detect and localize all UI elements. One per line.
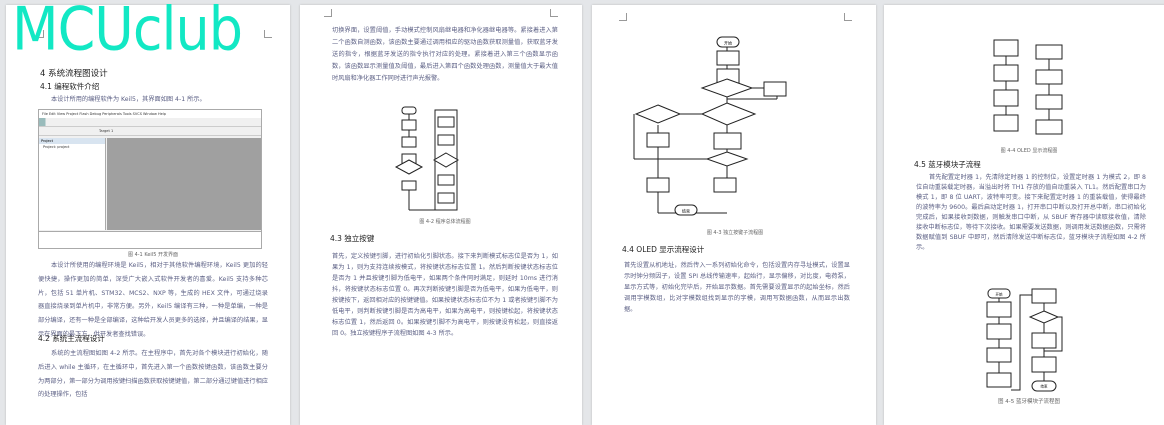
keil-menubar: File Edit View Project Flash Debug Perip… (39, 110, 261, 118)
figure-4-2-caption: 图 4-2 程序总体流程图 (419, 219, 471, 225)
heading-4-2: 4.2 系统主流程设计 (38, 334, 105, 343)
keil-screenshot: File Edit View Project Flash Debug Perip… (38, 109, 262, 249)
figure-4-4-caption: 图 4-4 OLED 显示流程图 (1000, 148, 1058, 154)
bt-end-label: 结束 (1041, 384, 1049, 389)
paragraph-main-flow: 系统的主流程图如图 4-2 所示。在主程序中，首先对各个模块进行初始化，随后进入… (38, 350, 268, 399)
page-4: 图 4-4 OLED 显示流程图 4.5 蓝牙模块子流程 首先配置定时器 1，先… (884, 5, 1164, 425)
paragraph-bluetooth: 首先配置定时器 1，先清除定时器 1 的控制位，设置定时器 1 为模式 2，即 … (916, 174, 1146, 251)
figure-4-1-caption: 图 4-1 Keil5 开发界面 (127, 252, 178, 258)
bt-start-label: 开始 (996, 292, 1004, 297)
watermark-logo: MCUclub (12, 0, 243, 64)
heading-4: 4 系统流程图设计 (40, 69, 108, 79)
paragraph-functions: 切换界面，设置阈值，手动模式控制风扇继电器和净化器继电器等。紧接着进入第二个函数… (332, 27, 558, 82)
heading-4-1: 4.1 编程软件介绍 (40, 82, 100, 91)
flow-end-label: 结束 (682, 208, 690, 214)
key-flowchart: 开始 结束 (633, 36, 787, 216)
main-flowchart (394, 106, 459, 211)
bluetooth-flowchart: 开始 结束 (986, 288, 1063, 392)
heading-4-3: 4.3 独立按键 (330, 234, 375, 243)
keil-project-tree: Project: project (43, 145, 70, 149)
keil-target: Target 1 (39, 127, 261, 136)
page-1: 4 系统流程图设计 4.1 编程软件介绍 本设计所用的编程软件为 Keil5，其… (6, 5, 290, 425)
heading-4-4: 4.4 OLED 显示流程设计 (622, 245, 705, 254)
page-3: 开始 结束 图 4-3 独立按键子流程图 4.4 OLED 显示流程设计 首先设… (592, 5, 876, 425)
intro-text: 本设计所用的编程软件为 Keil5，其界面如图 4-1 所示。 (51, 96, 206, 103)
page-2: 切换界面，设置阈值，手动模式控制风扇继电器和净化器继电器等。紧接着进入第二个函数… (300, 5, 582, 425)
paragraph-keil: 本设计所使用的编程环境是 Keil5，相对于其他软件编程环境，Keil5 更加的… (38, 262, 268, 338)
figure-4-5-caption: 图 4-5 蓝牙模块子流程图 (998, 399, 1060, 405)
paragraph-oled: 首先设置从机地址，然后传入一系列初始化命令，包括设置内存寻址模式，设置显示时钟分… (624, 262, 850, 313)
figure-4-3-caption: 图 4-3 独立按键子流程图 (706, 230, 764, 236)
flow-start-label: 开始 (724, 40, 732, 46)
heading-4-5: 4.5 蓝牙模块子流程 (914, 160, 981, 169)
paragraph-keys: 首先，定义按键引脚，进行初始化引脚状态。接下来判断模式标志位是否为 1，如果为 … (332, 253, 558, 337)
oled-flowchart (993, 39, 1063, 135)
